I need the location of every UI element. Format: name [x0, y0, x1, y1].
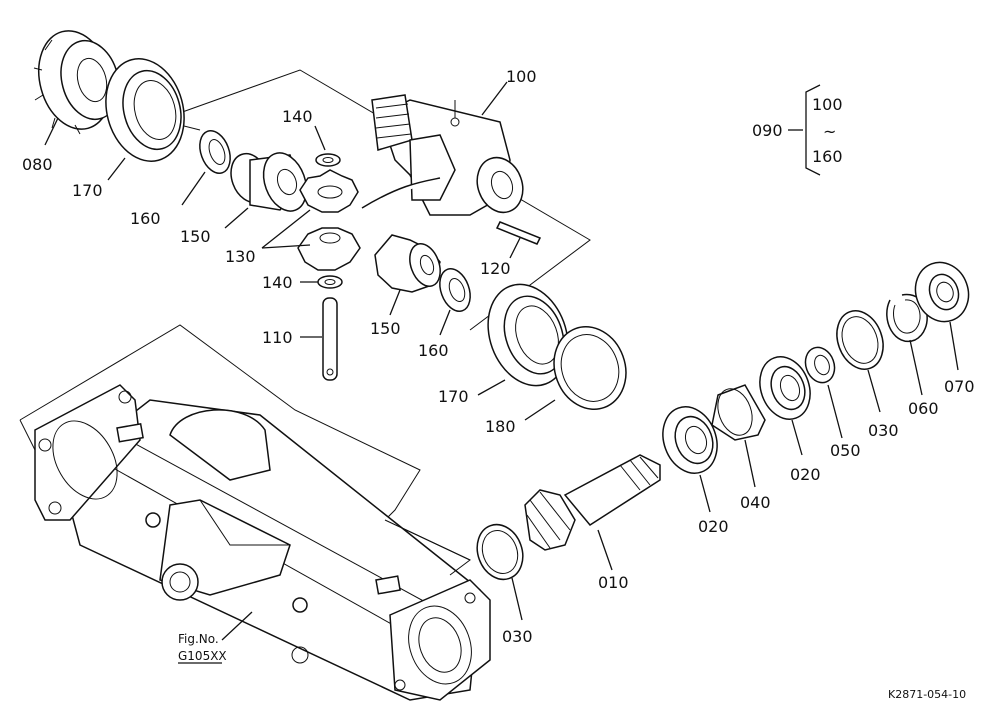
part-170-bearing-bottom [487, 283, 569, 387]
part-150-side-gear-top [230, 152, 308, 212]
group-bracket: 090 100 ~ 160 [752, 84, 843, 176]
fig-no-value: G105XX [178, 649, 227, 663]
part-030-ring-right [836, 310, 884, 370]
label-180: 180 [485, 417, 516, 436]
label-170-bottom: 170 [438, 387, 469, 406]
label-070: 070 [944, 377, 975, 396]
label-080: 080 [22, 155, 53, 174]
part-120-spring-pin [495, 221, 542, 245]
fig-no-label: Fig.No. [178, 632, 219, 646]
label-170-top: 170 [72, 181, 103, 200]
label-130: 130 [225, 247, 256, 266]
label-030-right: 030 [868, 421, 899, 440]
part-140-washer-bottom [317, 275, 343, 289]
label-050: 050 [830, 441, 861, 460]
part-020-bearing-left [662, 406, 718, 474]
label-040: 040 [740, 493, 771, 512]
part-130-pinion-gear-bottom [297, 227, 361, 271]
group-bottom-label: 160 [812, 147, 843, 166]
part-010-pinion-shaft [524, 454, 661, 551]
label-150-bottom: 150 [370, 319, 401, 338]
label-030-bottom: 030 [502, 627, 533, 646]
label-020-right: 020 [790, 465, 821, 484]
part-020-bearing-right [759, 356, 811, 420]
group-top-label: 100 [812, 95, 843, 114]
label-100: 100 [506, 67, 537, 86]
part-160-washer-top [199, 130, 231, 174]
label-140-top: 140 [282, 107, 313, 126]
part-180-shim [553, 326, 627, 410]
label-010: 010 [598, 573, 629, 592]
part-070-seal [914, 261, 970, 323]
label-020-left: 020 [698, 517, 729, 536]
label-110: 110 [262, 328, 293, 347]
part-160-washer-bottom [439, 268, 471, 312]
label-060: 060 [908, 399, 939, 418]
figure-reference: Fig.No. G105XX [178, 611, 253, 664]
part-110-pin [322, 297, 338, 381]
part-150-side-gear-bottom [374, 234, 441, 293]
label-160-top: 160 [130, 209, 161, 228]
label-140-bottom: 140 [262, 273, 293, 292]
pinion-plane [384, 519, 471, 576]
group-tilde: ~ [823, 122, 836, 141]
part-040-collar [711, 384, 766, 441]
part-050-nut [804, 346, 836, 384]
part-130-pinion-gear-top [299, 169, 359, 213]
part-080-spline-gear [33, 30, 120, 135]
label-160-bottom: 160 [418, 341, 449, 360]
part-140-washer-top [315, 153, 341, 167]
axle-housing [19, 324, 491, 701]
part-170-bearing-top [105, 58, 185, 162]
label-120: 120 [480, 259, 511, 278]
drawing-code: K2871-054-10 [888, 688, 966, 701]
label-150-top: 150 [180, 227, 211, 246]
group-parent-label: 090 [752, 121, 783, 140]
part-100-differential-case [361, 94, 524, 216]
part-030-ring-bottom [476, 523, 524, 581]
